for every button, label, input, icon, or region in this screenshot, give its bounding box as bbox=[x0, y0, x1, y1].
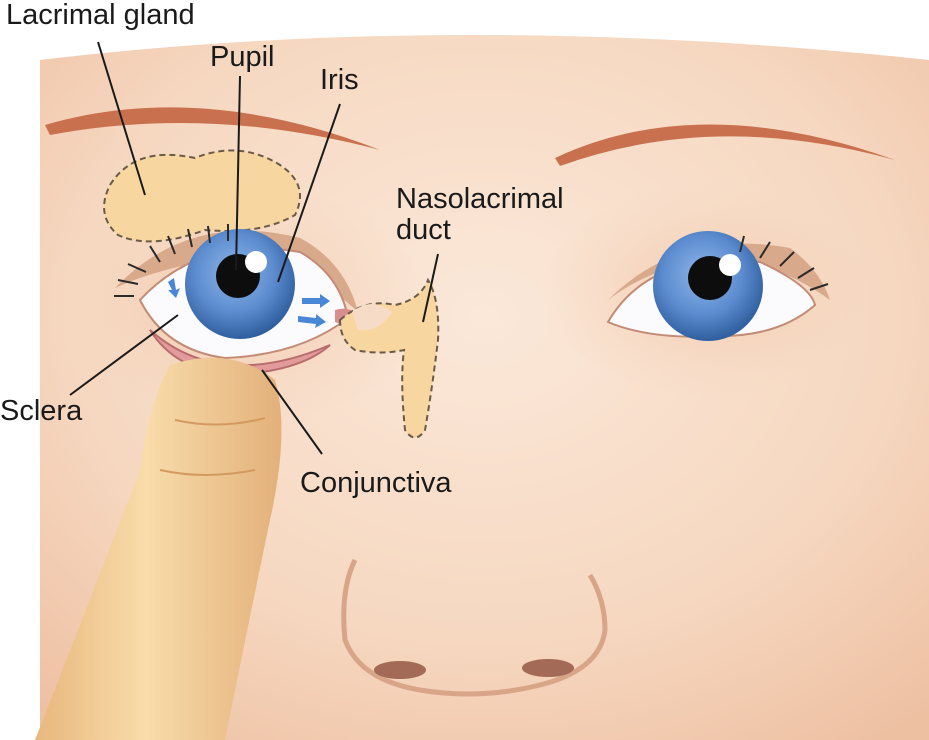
label-nasolacrimal-duct: Nasolacrimal duct bbox=[396, 183, 564, 247]
left-nostril bbox=[374, 661, 426, 679]
label-lacrimal-gland: Lacrimal gland bbox=[6, 0, 195, 31]
finger-creases bbox=[159, 417, 266, 476]
label-conjunctiva: Conjunctiva bbox=[300, 467, 452, 499]
leader-pupil bbox=[235, 75, 241, 271]
leader-lines bbox=[69, 41, 439, 455]
left-eyebrow bbox=[45, 107, 380, 150]
leader-iris bbox=[277, 103, 341, 283]
right-eyebrow bbox=[555, 124, 895, 166]
nose-outline bbox=[341, 558, 608, 697]
finger bbox=[35, 357, 282, 740]
label-nasolacrimal-line2: duct bbox=[396, 214, 451, 247]
right-eye-lashes bbox=[739, 235, 829, 291]
lacrimal-gland-shape bbox=[103, 149, 301, 243]
nasolacrimal-duct-loop bbox=[352, 304, 392, 331]
leader-nasolacrimal-duct bbox=[422, 253, 439, 323]
label-iris: Iris bbox=[320, 64, 359, 96]
left-eye-lashes bbox=[114, 224, 229, 297]
leader-conjunctiva bbox=[261, 369, 323, 455]
label-nasolacrimal-line1: Nasolacrimal bbox=[396, 183, 564, 215]
leader-lacrimal-gland bbox=[97, 41, 146, 196]
right-eye-highlight bbox=[719, 254, 741, 276]
label-sclera: Sclera bbox=[0, 395, 83, 427]
label-pupil: Pupil bbox=[210, 41, 275, 73]
left-eye-highlight bbox=[245, 251, 267, 273]
right-eye-upper-lid bbox=[608, 243, 830, 300]
right-nostril bbox=[522, 659, 574, 677]
leader-sclera bbox=[69, 314, 179, 396]
